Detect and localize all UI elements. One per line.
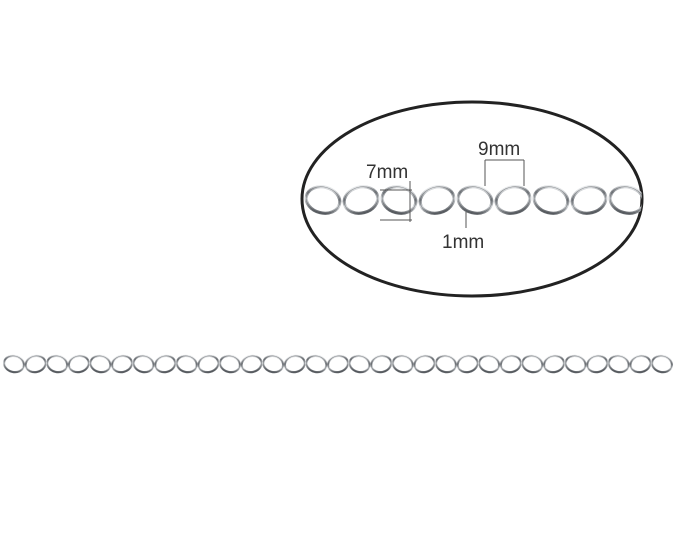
chain-link bbox=[67, 354, 90, 374]
chain-link-edge bbox=[198, 355, 219, 373]
zoom-ellipse-outline bbox=[300, 100, 644, 298]
chain-link-edge bbox=[500, 355, 521, 373]
chain-link-edge bbox=[479, 355, 500, 373]
chain-link-edge bbox=[90, 355, 111, 373]
chain-link-edge bbox=[533, 186, 569, 214]
link-width-label: 7mm bbox=[366, 162, 408, 183]
chain-link-edge bbox=[522, 355, 543, 373]
chain-link-edge bbox=[565, 355, 586, 373]
chain-link bbox=[456, 354, 479, 374]
chain-link-edge bbox=[457, 186, 493, 214]
chain-link-edge bbox=[68, 355, 89, 373]
chain-link bbox=[521, 354, 544, 374]
chain-link bbox=[197, 354, 220, 374]
chain bbox=[3, 354, 673, 374]
chain-link bbox=[3, 354, 25, 374]
chain-link bbox=[46, 354, 69, 374]
zoomed-chain bbox=[304, 185, 642, 215]
chain-link-edge bbox=[571, 186, 607, 214]
chain-link-edge bbox=[630, 355, 651, 373]
chain-link bbox=[175, 354, 198, 374]
chain-link bbox=[89, 354, 112, 374]
chain-link bbox=[478, 354, 501, 374]
chain-link bbox=[305, 354, 328, 374]
chain-link bbox=[629, 354, 652, 374]
chain-link-edge bbox=[133, 355, 154, 373]
chain-link-edge bbox=[349, 355, 370, 373]
chain-link bbox=[219, 354, 241, 374]
chain-link bbox=[154, 354, 177, 374]
chain-link-edge bbox=[3, 355, 25, 373]
chain-link-edge bbox=[343, 186, 379, 214]
chain-link bbox=[240, 354, 263, 374]
chain-link-edge bbox=[111, 355, 133, 373]
chain-link-edge bbox=[371, 355, 392, 373]
chain-link-edge bbox=[651, 355, 673, 373]
chain-link-edge bbox=[263, 355, 284, 373]
link-length-dimension: 9mm bbox=[478, 139, 525, 186]
chain-link-edge bbox=[219, 355, 241, 373]
chain-link-edge bbox=[609, 186, 642, 214]
chain-link bbox=[132, 354, 155, 374]
chain-link bbox=[370, 354, 393, 374]
chain-link-edge bbox=[543, 355, 565, 373]
chain-link-edge bbox=[305, 186, 341, 214]
chain-link bbox=[348, 354, 371, 374]
chain-link bbox=[111, 354, 133, 374]
chain-link bbox=[283, 354, 306, 374]
zoom-inset: 9mm 7mm 1mm bbox=[300, 100, 644, 298]
chain-link-edge bbox=[241, 355, 262, 373]
chain-link-edge bbox=[457, 355, 478, 373]
chain-link bbox=[543, 354, 565, 374]
link-length-label: 9mm bbox=[478, 139, 520, 160]
link-width-dimension: 7mm bbox=[366, 162, 412, 222]
chain-link-edge bbox=[327, 355, 349, 373]
chain-link bbox=[391, 354, 414, 374]
chain-link bbox=[586, 354, 609, 374]
chain-link-edge bbox=[587, 355, 608, 373]
chain-link-edge bbox=[495, 186, 531, 214]
chain-link-edge bbox=[176, 355, 197, 373]
wire-thickness-dimension: 1mm bbox=[442, 212, 484, 253]
chain-link-edge bbox=[306, 355, 327, 373]
chain-link-edge bbox=[47, 355, 68, 373]
chain-link bbox=[651, 354, 673, 374]
chain-link-edge bbox=[155, 355, 176, 373]
chain-link-edge bbox=[25, 355, 46, 373]
chain-link bbox=[262, 354, 285, 374]
chain-link-edge bbox=[392, 355, 413, 373]
chain-link bbox=[413, 354, 436, 374]
chain-link bbox=[435, 354, 457, 374]
chain-link bbox=[607, 354, 630, 374]
chain-link-edge bbox=[419, 186, 455, 214]
chain-link bbox=[327, 354, 349, 374]
chain-link-edge bbox=[435, 355, 457, 373]
chain-link-edge bbox=[414, 355, 435, 373]
wire-thickness-label: 1mm bbox=[442, 232, 484, 253]
chain-link-edge bbox=[284, 355, 305, 373]
chain-link-edge bbox=[381, 186, 417, 214]
chain-link bbox=[24, 354, 47, 374]
chain-link-edge bbox=[608, 355, 629, 373]
chain-link bbox=[564, 354, 587, 374]
chain-link bbox=[499, 354, 522, 374]
